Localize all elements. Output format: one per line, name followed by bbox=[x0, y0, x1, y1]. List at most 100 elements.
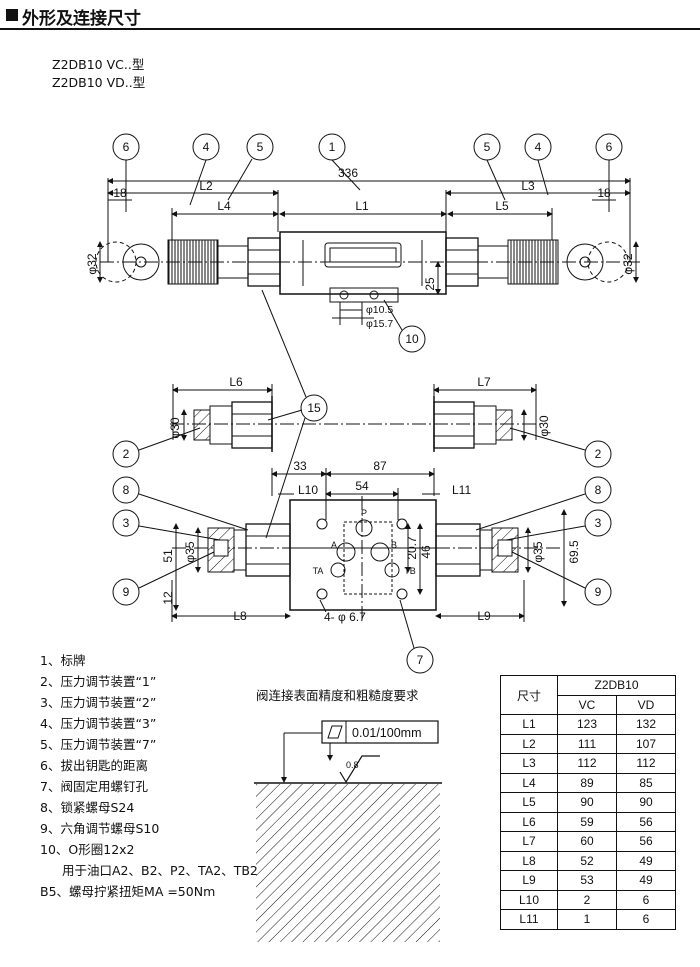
svg-text:9: 9 bbox=[595, 585, 602, 599]
dim-18-left: 18 bbox=[113, 186, 127, 200]
svg-text:3: 3 bbox=[123, 516, 130, 530]
table-header-vc: VC bbox=[557, 694, 617, 715]
callout-10: 10 bbox=[398, 325, 426, 353]
model-list: Z2DB10 VC..型 Z2DB10 VD..型 bbox=[52, 56, 145, 92]
legend-item: 9、六角调节螺母S10 bbox=[40, 821, 160, 836]
page-header: 外形及连接尺寸 bbox=[0, 0, 700, 36]
dim-336: 336 bbox=[338, 166, 358, 180]
svg-text:9: 9 bbox=[123, 585, 130, 599]
dim-phi35-left: φ35 bbox=[183, 541, 197, 562]
svg-text:1: 1 bbox=[329, 140, 336, 154]
callout-6-right: 6 bbox=[595, 133, 623, 161]
dim-12: 12 bbox=[161, 591, 175, 605]
callout-5-left: 5 bbox=[246, 133, 274, 161]
callout-2-right: 2 bbox=[584, 440, 612, 468]
model-vc: Z2DB10 VC..型 bbox=[52, 57, 145, 72]
callout-6-left: 6 bbox=[112, 133, 140, 161]
svg-text:15: 15 bbox=[307, 401, 321, 415]
dim-phi32-right: φ32 bbox=[621, 253, 635, 274]
callout-7: 7 bbox=[406, 646, 434, 674]
port-ta: TA bbox=[313, 566, 324, 576]
callout-9-left: 9 bbox=[112, 578, 140, 606]
dim-l9: L9 bbox=[477, 609, 491, 623]
callout-4-right: 4 bbox=[524, 133, 552, 161]
svg-text:5: 5 bbox=[257, 140, 264, 154]
svg-text:2: 2 bbox=[123, 447, 130, 461]
dim-20-7: 20.7 bbox=[405, 536, 419, 560]
svg-text:5: 5 bbox=[484, 140, 491, 154]
dim-l5: L5 bbox=[495, 199, 509, 213]
surface-title: 阀连接表面精度和粗糙度要求 bbox=[256, 688, 419, 703]
port-tb: TB bbox=[404, 566, 416, 576]
dim-33: 33 bbox=[293, 459, 307, 473]
bottom-view: 33 87 54 L10 L11 P A B TA TB 20.7 46 bbox=[112, 459, 612, 674]
legend-item: 用于油口A2、B2、P2、TA2、TB2 bbox=[62, 863, 258, 878]
dim-l2: L2 bbox=[199, 179, 213, 193]
surface-requirement: 0.01/100mm 0.8 bbox=[254, 720, 442, 942]
dim-l11: L11 bbox=[452, 483, 471, 497]
middle-view: L6 L7 φ30 φ30 15 2 2 bbox=[112, 289, 612, 539]
dim-phi35-right: φ35 bbox=[531, 541, 545, 562]
dim-54: 54 bbox=[355, 479, 369, 493]
svg-text:7: 7 bbox=[417, 653, 424, 667]
table-header-model: Z2DB10 bbox=[557, 675, 676, 696]
callout-1: 1 bbox=[318, 133, 346, 161]
dim-phi32-left: φ32 bbox=[85, 253, 99, 274]
callout-15: 15 bbox=[300, 394, 328, 422]
callout-5-right: 5 bbox=[473, 133, 501, 161]
legend-item: 3、压力调节装置“2” bbox=[40, 695, 157, 710]
legend-item: 4、压力调节装置“3” bbox=[40, 716, 157, 731]
dim-l4: L4 bbox=[217, 199, 231, 213]
dim-l1: L1 bbox=[355, 199, 369, 213]
model-vd: Z2DB10 VD..型 bbox=[52, 75, 146, 90]
legend-item: 1、标牌 bbox=[40, 653, 86, 668]
svg-text:6: 6 bbox=[606, 140, 613, 154]
svg-text:3: 3 bbox=[595, 516, 602, 530]
dim-l6: L6 bbox=[229, 375, 243, 389]
header-rule bbox=[0, 28, 700, 30]
dim-phi30-left: φ30 bbox=[168, 417, 182, 438]
page-title: 外形及连接尺寸 bbox=[22, 9, 141, 29]
callout-8-left: 8 bbox=[112, 476, 140, 504]
svg-text:10: 10 bbox=[405, 332, 419, 346]
legend-item: 5、压力调节装置“7” bbox=[40, 737, 157, 752]
dim-l10: L10 bbox=[298, 483, 318, 497]
port-a: A bbox=[331, 540, 337, 550]
dim-l3: L3 bbox=[521, 179, 535, 193]
dim-l8: L8 bbox=[233, 609, 247, 623]
callout-3-right: 3 bbox=[584, 509, 612, 537]
legend-item: 7、阀固定用螺钉孔 bbox=[40, 779, 148, 794]
legend-list: 1、标牌 2、压力调节装置“1” 3、压力调节装置“2” 4、压力调节装置“3”… bbox=[40, 650, 258, 902]
svg-text:4: 4 bbox=[535, 140, 542, 154]
legend-item: 2、压力调节装置“1” bbox=[40, 674, 157, 689]
callout-9-right: 9 bbox=[584, 578, 612, 606]
dim-phi10-5: φ10.5 bbox=[366, 304, 393, 316]
legend-item: 6、拔出钥匙的距离 bbox=[40, 758, 148, 773]
port-p: P bbox=[361, 508, 367, 518]
top-view: 6 4 5 1 5 4 6 336 L2 L3 18 18 L4 L1 L5 bbox=[85, 133, 640, 353]
holes-label: 4- φ 6.7 bbox=[324, 610, 366, 624]
dim-46: 46 bbox=[419, 545, 433, 559]
legend-item: B5、螺母拧紧扭矩MA =50Nm bbox=[40, 884, 216, 899]
header-square-icon bbox=[6, 9, 18, 21]
dim-51: 51 bbox=[161, 549, 175, 563]
legend-item: 8、锁紧螺母S24 bbox=[40, 800, 135, 815]
dim-25: 25 bbox=[423, 277, 437, 291]
dim-69-5: 69.5 bbox=[567, 540, 581, 564]
dim-87: 87 bbox=[373, 459, 387, 473]
svg-text:6: 6 bbox=[123, 140, 130, 154]
svg-text:8: 8 bbox=[123, 483, 130, 497]
table-header-label: 尺寸 bbox=[500, 675, 558, 715]
callout-2-left: 2 bbox=[112, 440, 140, 468]
dim-phi15-7: φ15.7 bbox=[366, 318, 393, 330]
